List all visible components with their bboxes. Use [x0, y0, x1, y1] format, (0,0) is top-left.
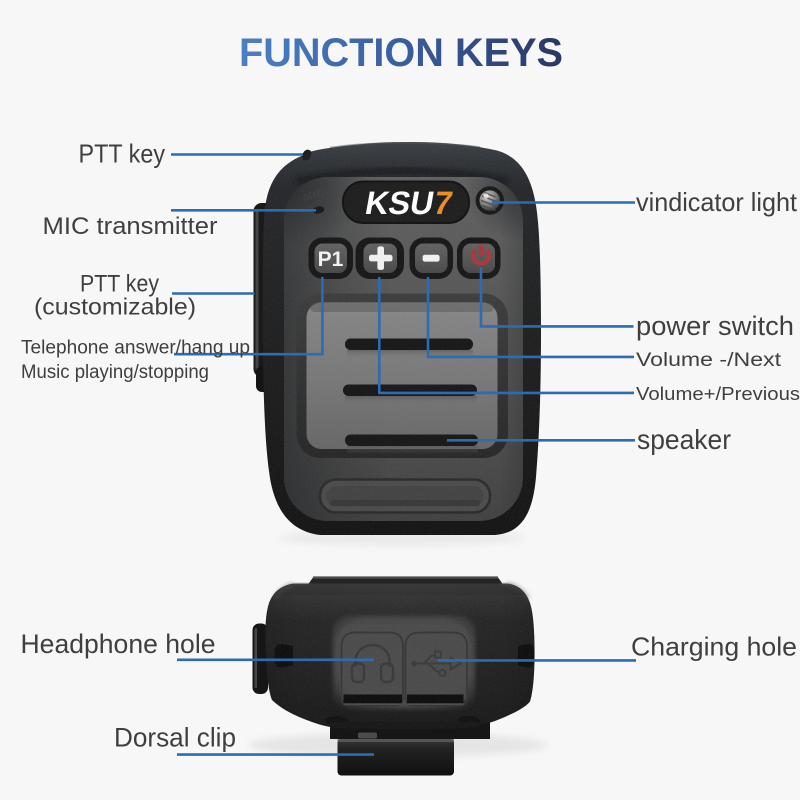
svg-text:MIC transmitter: MIC transmitter: [43, 213, 218, 240]
svg-text:power switch: power switch: [636, 311, 794, 341]
svg-text:Headphone hole: Headphone hole: [21, 629, 216, 659]
svg-text:Volume+/Previous: Volume+/Previous: [636, 383, 800, 404]
svg-text:(customizable): (customizable): [34, 294, 196, 320]
svg-text:Telephone answer/hang up: Telephone answer/hang up: [21, 338, 250, 359]
svg-text:PTT key: PTT key: [79, 139, 166, 169]
svg-text:PTT key: PTT key: [80, 271, 159, 298]
svg-text:Charging hole: Charging hole: [631, 632, 797, 662]
svg-text:speaker: speaker: [637, 424, 731, 455]
svg-text:FUNCTION KEYS: FUNCTION KEYS: [239, 31, 563, 75]
svg-text:vindicator light: vindicator light: [636, 187, 798, 217]
svg-text:Music playing/stopping: Music playing/stopping: [21, 362, 209, 383]
svg-text:Dorsal clip: Dorsal clip: [114, 723, 236, 753]
svg-text:Volume -/Next: Volume -/Next: [636, 349, 782, 371]
